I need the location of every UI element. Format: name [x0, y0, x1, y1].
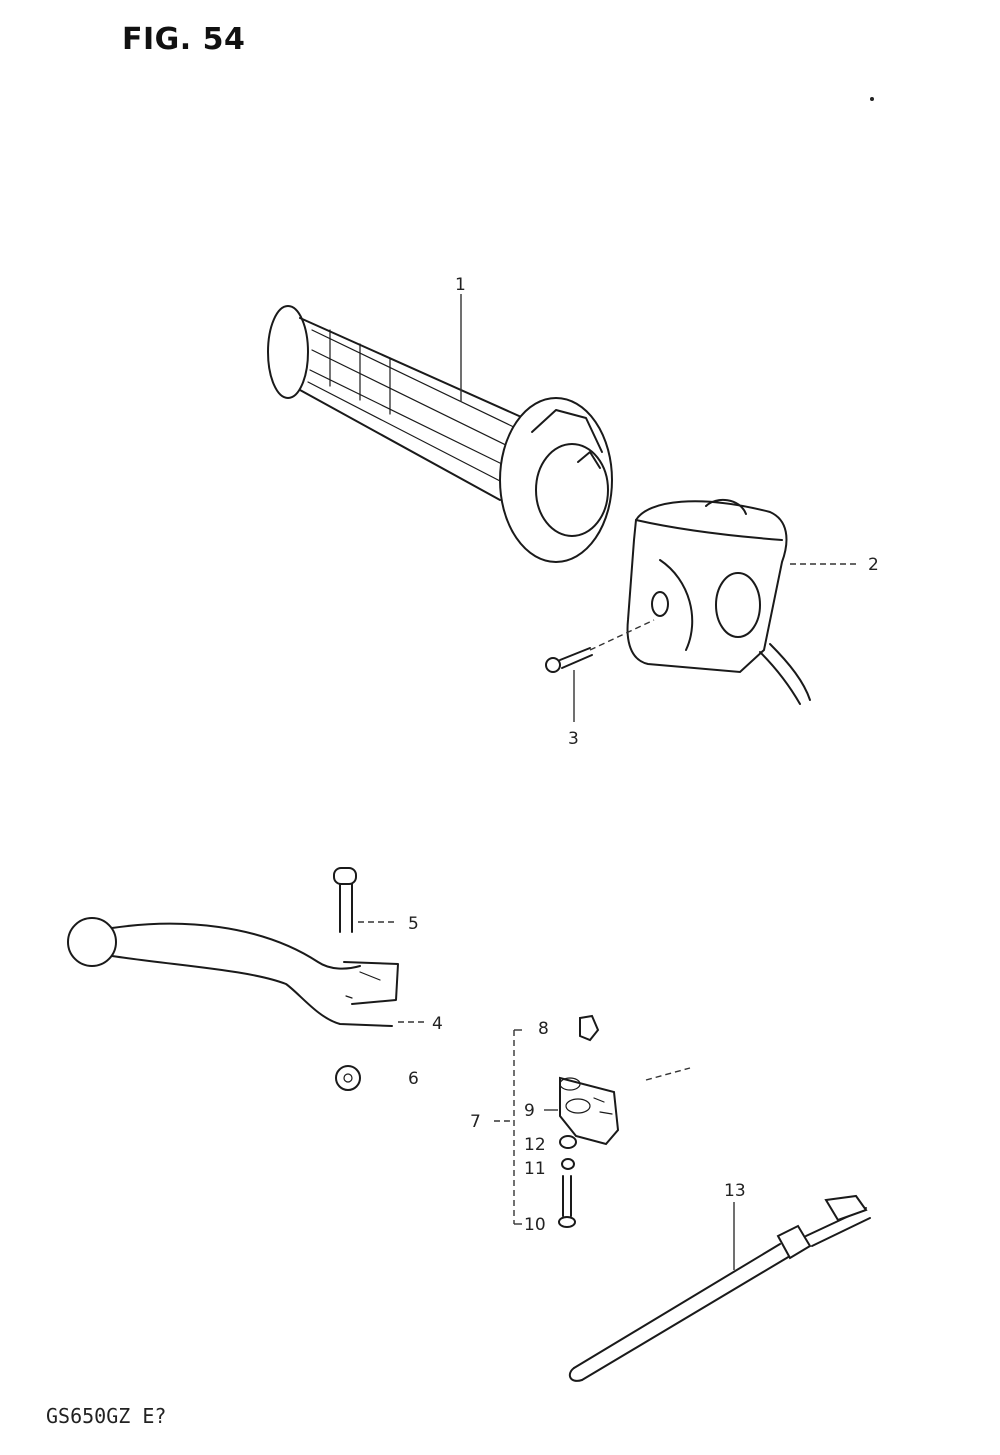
- lever-nut[interactable]: [335, 1065, 361, 1091]
- callout-3: 3: [568, 729, 579, 749]
- washer-12[interactable]: [559, 1135, 577, 1149]
- clutch-cable[interactable]: [568, 1194, 871, 1382]
- clutch-lever[interactable]: [67, 917, 399, 1027]
- housing-screw[interactable]: [545, 647, 593, 673]
- callout-12: 12: [524, 1135, 546, 1155]
- washer-11[interactable]: [561, 1158, 575, 1170]
- handlebar-grip[interactable]: [267, 305, 613, 563]
- speck: [870, 97, 874, 101]
- callout-2: 2: [868, 555, 879, 575]
- callout-4: 4: [432, 1014, 443, 1034]
- callout-9: 9: [524, 1101, 535, 1121]
- callout-10: 10: [524, 1215, 546, 1235]
- callout-1: 1: [455, 275, 466, 295]
- pivot-bolt[interactable]: [333, 867, 357, 933]
- figure-title: FIG. 54: [122, 22, 246, 57]
- callout-6: 6: [408, 1069, 419, 1089]
- switch-cover[interactable]: [579, 1014, 600, 1042]
- callout-8: 8: [538, 1019, 549, 1039]
- switch-screw[interactable]: [558, 1175, 576, 1228]
- callout-7: 7: [470, 1112, 481, 1132]
- screw-axis: [589, 619, 655, 651]
- switch-wire: [645, 1067, 691, 1081]
- model-code: GS650GZ E?: [46, 1404, 167, 1428]
- clutch-switch[interactable]: [559, 1076, 620, 1146]
- callout-13: 13: [724, 1181, 746, 1201]
- switch-housing[interactable]: [626, 498, 811, 705]
- callout-11: 11: [524, 1159, 546, 1179]
- callout-5: 5: [408, 914, 419, 934]
